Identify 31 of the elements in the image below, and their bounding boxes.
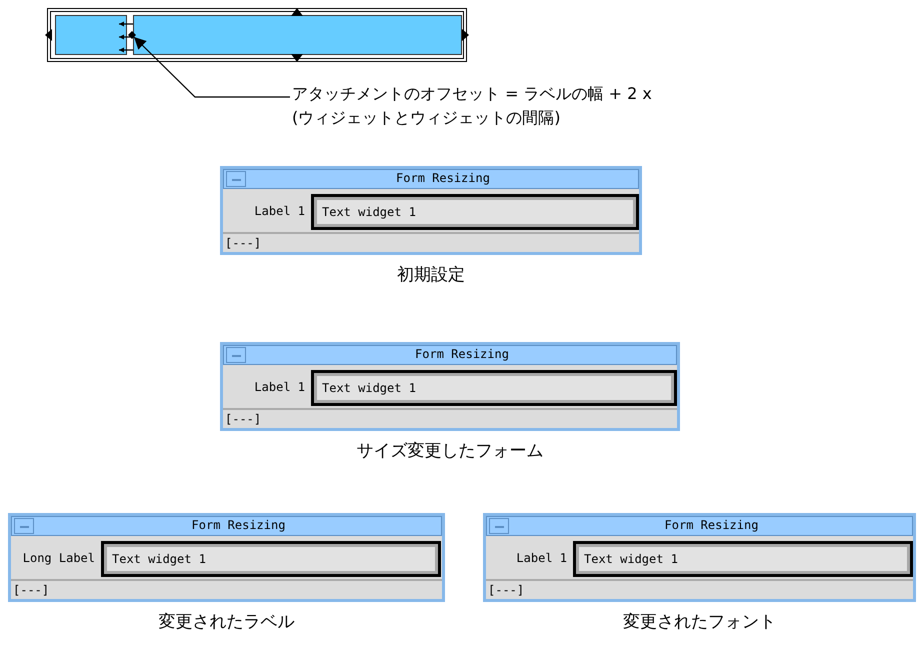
status-bar: [---] — [223, 232, 639, 252]
form-window — [220, 342, 680, 431]
field-label: Long Label — [22, 551, 95, 565]
form-window — [220, 166, 642, 255]
figure-caption: 初期設定 — [396, 264, 466, 286]
field-label: Label 1 — [516, 551, 567, 565]
callout-text: アタッチメントのオフセット = ラベルの幅 + 2 x (ウィジェットとウィジェットの間隔) — [292, 82, 712, 134]
field-label: Label 1 — [254, 380, 305, 394]
form-window — [8, 513, 445, 602]
figure-caption: 変更されたフォント — [622, 611, 777, 633]
leader-line — [134, 36, 290, 98]
status-bar: [---] — [223, 408, 677, 428]
text-field: Text widget 1 — [311, 194, 639, 230]
status-bar: [---] — [11, 579, 442, 599]
text-field: Text widget 1 — [573, 541, 913, 577]
window-title: Form Resizing — [190, 518, 286, 532]
figure-caption: サイズ変更したフォーム — [356, 440, 544, 462]
text-field: Text widget 1 — [311, 370, 677, 406]
attachment-arrow — [119, 48, 133, 52]
widget-box — [55, 15, 127, 55]
window-title: Form Resizing — [414, 347, 510, 361]
window-title: Form Resizing — [664, 518, 760, 532]
attachment-arrow — [119, 22, 133, 26]
widget-box — [133, 15, 462, 55]
field-label: Label 1 — [254, 204, 305, 218]
figure-caption: 変更されたラベル — [158, 611, 296, 633]
window-title: Form Resizing — [395, 171, 491, 185]
text-field: Text widget 1 — [101, 541, 441, 577]
status-bar: [---] — [486, 579, 913, 599]
form-window — [483, 513, 916, 602]
attachment-arrow — [119, 34, 133, 40]
